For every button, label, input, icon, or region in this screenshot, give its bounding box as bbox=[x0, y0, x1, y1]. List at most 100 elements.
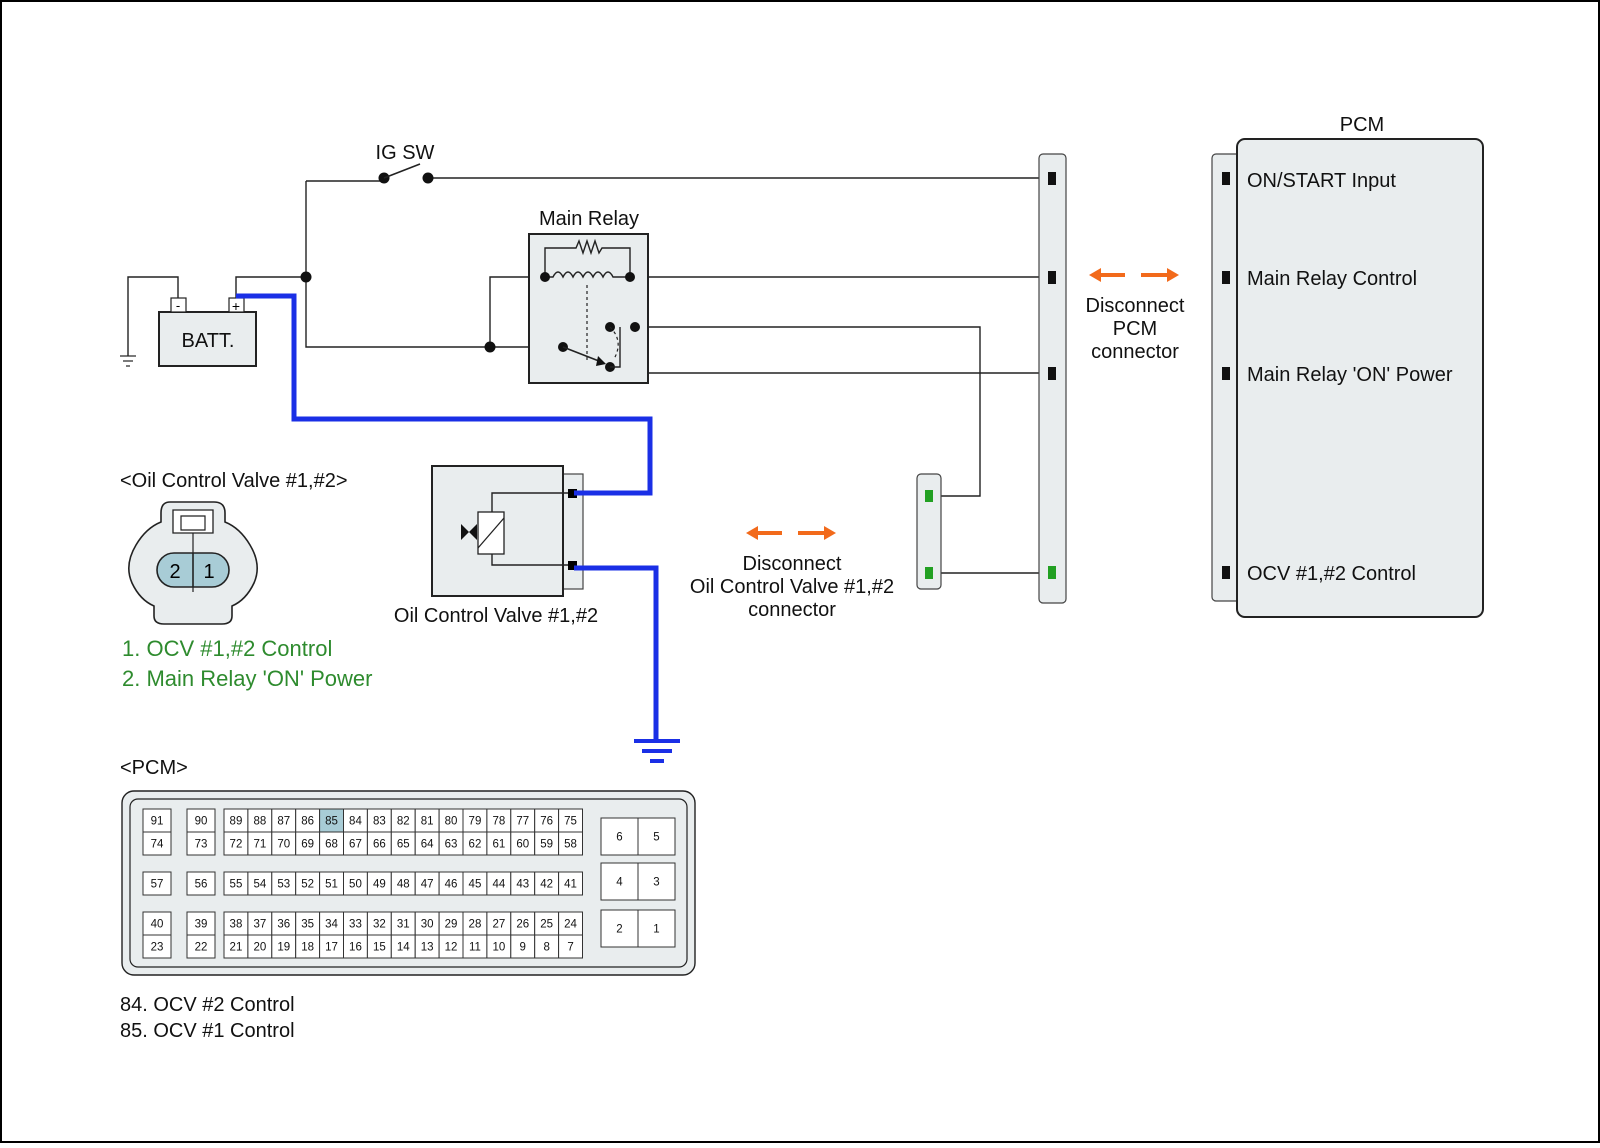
pcm-pin-84: 84 bbox=[349, 816, 362, 828]
battery-minus-sign: - bbox=[176, 298, 180, 313]
junction-dot bbox=[300, 271, 312, 283]
disconnect-pcm-note: Disconnect PCM connector bbox=[1086, 268, 1185, 363]
pcm-pin-64: 64 bbox=[421, 839, 434, 851]
pcm-pin-45: 45 bbox=[469, 879, 482, 891]
pcm-pin-3-box bbox=[637, 862, 676, 901]
ocv-connector-view: <Oil Control Valve #1,#2> 2 1 1. OCV #1,… bbox=[120, 470, 373, 691]
blue-wire-ground bbox=[574, 565, 659, 741]
pcm-pin-40: 40 bbox=[151, 919, 164, 931]
pcm-pin-8: 8 bbox=[543, 942, 549, 954]
disconnect-ocv-line2: Oil Control Valve #1,#2 bbox=[690, 576, 894, 598]
pcm-pin-87: 87 bbox=[277, 816, 290, 828]
pcm-pin-37: 37 bbox=[253, 919, 266, 931]
pcm-pin-32: 32 bbox=[373, 919, 386, 931]
pcm-pin-82: 82 bbox=[397, 816, 410, 828]
pcm-pin-label-main-relay-control: Main Relay Control bbox=[1247, 268, 1417, 290]
pcm-pin-63: 63 bbox=[445, 839, 458, 851]
pcm-pin-57-box bbox=[142, 871, 172, 896]
disconnect-ocv-note: Disconnect Oil Control Valve #1,#2 conne… bbox=[690, 526, 894, 621]
blue-wire-power bbox=[236, 293, 653, 496]
pcm-pin-44: 44 bbox=[492, 879, 505, 891]
arrow-right-head bbox=[824, 526, 836, 540]
pcm-pin-46: 46 bbox=[445, 879, 458, 891]
pcm-pin-75: 75 bbox=[564, 816, 577, 828]
pcm-module-pin bbox=[1222, 172, 1230, 185]
pcm-pin-23: 23 bbox=[151, 942, 164, 954]
pcm-pin-49: 49 bbox=[373, 879, 386, 891]
arrow-left-head bbox=[1089, 268, 1101, 282]
pcm-pin-39: 39 bbox=[195, 919, 208, 931]
battery-label: BATT. bbox=[182, 330, 235, 352]
pcm-pin-68: 68 bbox=[325, 839, 338, 851]
pcm-harness-pin bbox=[1048, 271, 1056, 284]
ocv-connector-legend-2: 2. Main Relay 'ON' Power bbox=[122, 666, 373, 691]
pcm-pin-4-box bbox=[600, 862, 639, 901]
pcm-connector-title: <PCM> bbox=[120, 757, 188, 779]
ocv-connector-legend-1: 1. OCV #1,#2 Control bbox=[122, 636, 332, 661]
pcm-connector-legend-84: 84. OCV #2 Control bbox=[120, 994, 295, 1016]
disconnect-pcm-line1: Disconnect bbox=[1086, 295, 1185, 317]
pcm-pin-72: 72 bbox=[230, 839, 243, 851]
pcm-pin-21: 21 bbox=[230, 942, 243, 954]
pcm-pin-70: 70 bbox=[277, 839, 290, 851]
pcm-pin-30: 30 bbox=[421, 919, 434, 931]
arrow-right-head bbox=[1167, 268, 1179, 282]
pcm-pin-59: 59 bbox=[540, 839, 553, 851]
pcm-pin-77: 77 bbox=[516, 816, 529, 828]
pcm-pin-42: 42 bbox=[540, 879, 553, 891]
pcm-pin-74-box bbox=[142, 831, 172, 856]
pcm-pin-41-box bbox=[558, 871, 583, 896]
pcm-pin-18: 18 bbox=[301, 942, 314, 954]
pcm-pin-71: 71 bbox=[253, 839, 266, 851]
pcm-harness-connector bbox=[1038, 153, 1067, 604]
pcm-pin-90: 90 bbox=[195, 816, 208, 828]
ocv-harness-connector-body bbox=[916, 473, 942, 590]
pcm-pin-73-box bbox=[186, 831, 216, 856]
pcm-harness-pin bbox=[1048, 367, 1056, 380]
ocv-connector-pin-2: 2 bbox=[169, 561, 180, 583]
pcm-pin-83: 83 bbox=[373, 816, 386, 828]
pcm-pin-22: 22 bbox=[195, 942, 208, 954]
ocv-harness-pin bbox=[925, 567, 933, 579]
pcm-pin-2-box bbox=[600, 909, 639, 948]
pcm-pin-43: 43 bbox=[516, 879, 529, 891]
main-relay-body bbox=[528, 233, 649, 384]
main-relay: Main Relay bbox=[528, 208, 649, 384]
pcm-pin-5: 5 bbox=[653, 832, 659, 844]
pcm-pin-26: 26 bbox=[516, 919, 529, 931]
pcm-pin-4: 4 bbox=[616, 877, 623, 889]
pcm-pin-1-box bbox=[637, 909, 676, 948]
pcm-pin-22-box bbox=[186, 934, 216, 959]
ocv-component: Oil Control Valve #1,#2 bbox=[394, 465, 598, 627]
pcm-pin-12: 12 bbox=[445, 942, 458, 954]
pcm-pin-7-box bbox=[558, 934, 583, 959]
battery-plus-sign: + bbox=[232, 298, 240, 314]
disconnect-ocv-line1: Disconnect bbox=[743, 553, 842, 575]
pcm-pin-88: 88 bbox=[253, 816, 266, 828]
ocv-harness-pin bbox=[925, 490, 933, 502]
pcm-pin-86: 86 bbox=[301, 816, 314, 828]
pcm-pin-48: 48 bbox=[397, 879, 410, 891]
pcm-pin-33: 33 bbox=[349, 919, 362, 931]
ig-switch: IG SW bbox=[376, 142, 435, 184]
pcm-pin-15: 15 bbox=[373, 942, 386, 954]
ig-sw-label: IG SW bbox=[376, 142, 435, 164]
pcm-pin-79: 79 bbox=[469, 816, 482, 828]
disconnect-pcm-arrows bbox=[1089, 268, 1179, 282]
disconnect-ocv-line3: connector bbox=[748, 599, 836, 621]
pcm-pin-28: 28 bbox=[469, 919, 482, 931]
pcm-pin-23-box bbox=[142, 934, 172, 959]
pcm-pin-6: 6 bbox=[616, 832, 622, 844]
pcm-pin-74: 74 bbox=[151, 839, 164, 851]
pcm-pin-11: 11 bbox=[469, 942, 481, 954]
ocv-component-label: Oil Control Valve #1,#2 bbox=[394, 605, 598, 627]
pcm-pin-27: 27 bbox=[492, 919, 505, 931]
pcm-pin-41: 41 bbox=[564, 879, 577, 891]
pcm-pin-38: 38 bbox=[230, 919, 243, 931]
pcm-harness-pin bbox=[1048, 566, 1056, 579]
pcm-pin-1: 1 bbox=[653, 924, 659, 936]
pcm-pin-50: 50 bbox=[349, 879, 362, 891]
pcm-title: PCM bbox=[1340, 114, 1384, 136]
